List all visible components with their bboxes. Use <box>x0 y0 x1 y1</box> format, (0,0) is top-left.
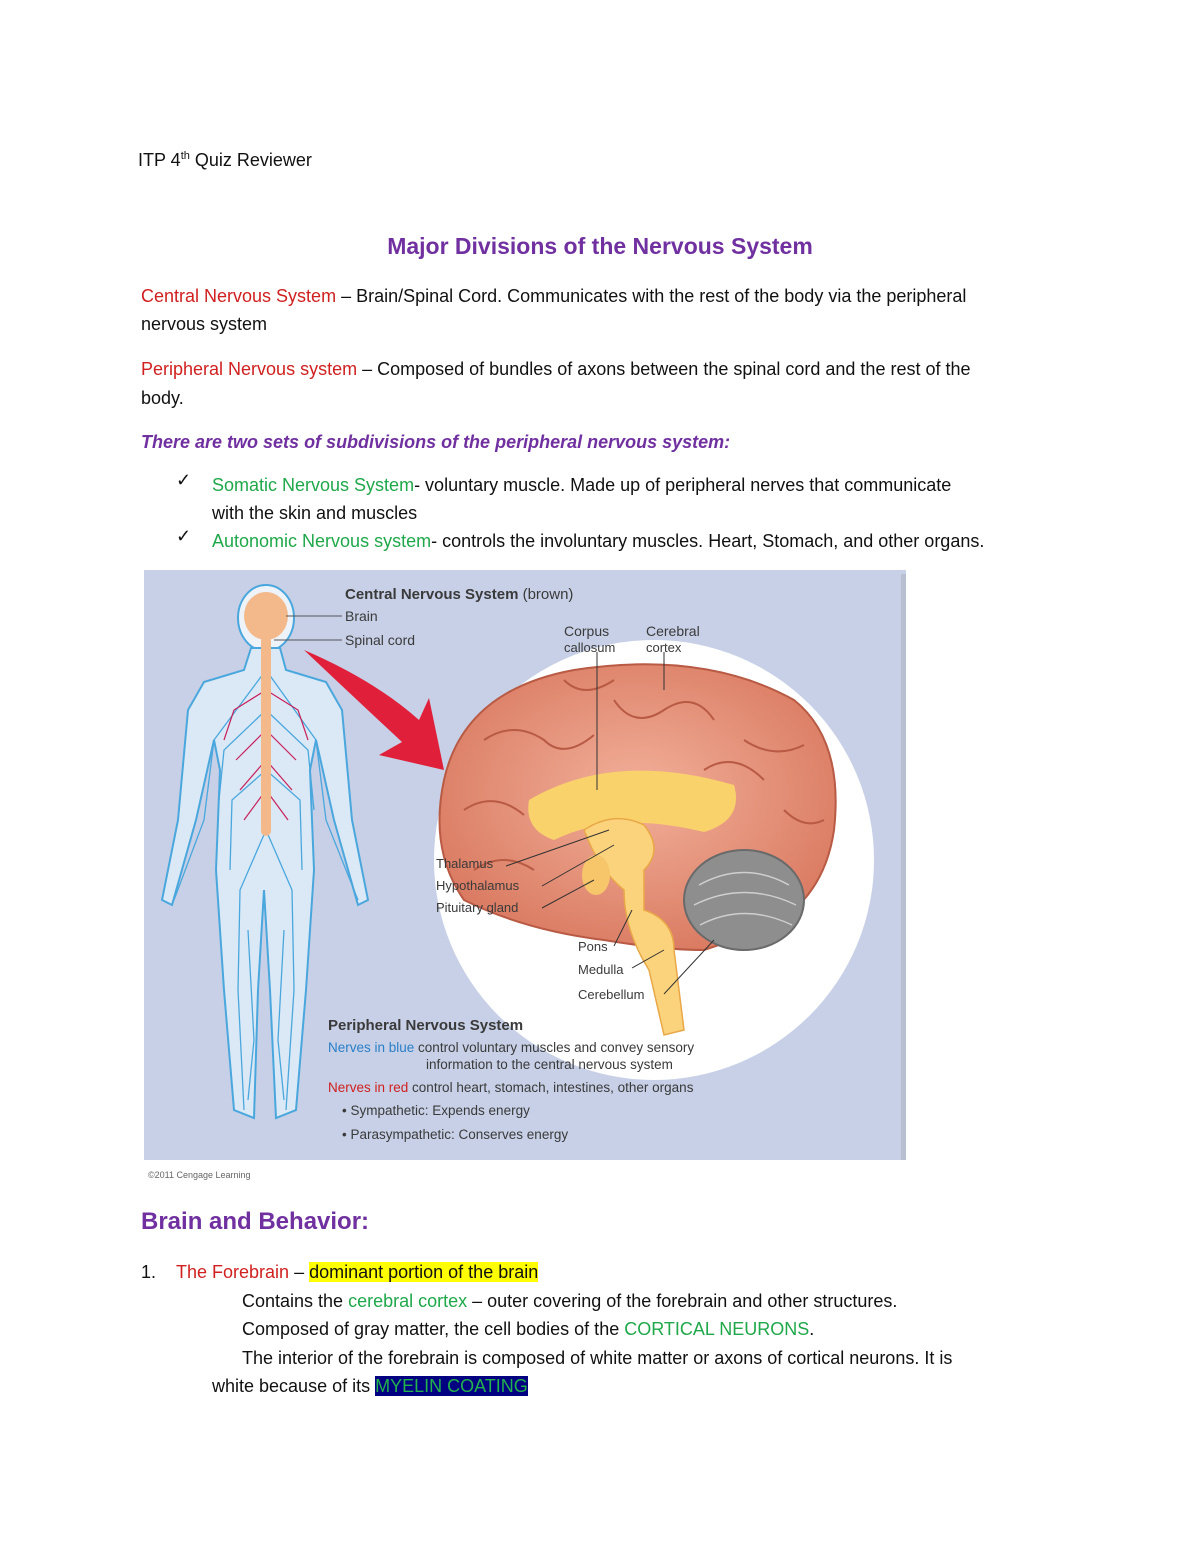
cerebellum-label: Cerebellum <box>578 987 644 1002</box>
figure-credit: ©2011 Cengage Learning <box>148 1170 251 1180</box>
pons-label: Pons <box>578 939 608 954</box>
pns-title: Peripheral Nervous System <box>328 1017 523 1034</box>
human-body-illustration <box>160 584 370 1120</box>
pituitary-gland <box>582 855 610 895</box>
autonomic-term: Autonomic Nervous system <box>212 531 432 551</box>
corpus-callosum <box>528 770 736 840</box>
cortex-label: cortex <box>646 640 682 655</box>
pituitary-label: Pituitary gland <box>436 900 518 915</box>
checkmark-icon: ✓ <box>176 470 192 490</box>
checkmark-icon: ✓ <box>176 526 192 546</box>
hypothalamus-label: Hypothalamus <box>436 878 520 893</box>
cerebellum <box>683 849 805 951</box>
forebrain-highlight: dominant portion of the brain <box>309 1262 539 1282</box>
thalamus-label: Thalamus <box>436 856 494 871</box>
somatic-term: Somatic Nervous System <box>212 475 415 495</box>
pns-paragraph-line1: Peripheral Nervous system – Composed of … <box>141 359 971 379</box>
red-nerves-line: Nerves in red control heart, stomach, in… <box>328 1080 694 1095</box>
cerebral-cortex-term: cerebral cortex <box>348 1291 468 1311</box>
forebrain-detail-2: Composed of gray matter, the cell bodies… <box>242 1319 815 1339</box>
cerebral-label: Cerebral <box>646 623 700 639</box>
cns-term: Central Nervous System <box>141 286 337 306</box>
spinal-cord-label: Spinal cord <box>345 632 415 648</box>
bullet-somatic-line2: with the skin and muscles <box>212 503 418 523</box>
nervous-system-figure: Central Nervous System (brown) Brain Spi… <box>144 570 906 1160</box>
subdivisions-heading: There are two sets of subdivisions of th… <box>141 432 731 452</box>
bullet-somatic-line1: Somatic Nervous System- voluntary muscle… <box>212 475 952 495</box>
cns-paragraph-line1: Central Nervous System – Brain/Spinal Co… <box>141 286 967 306</box>
callosum-label: callosum <box>564 640 615 655</box>
spinal-cord-highlight <box>261 636 271 836</box>
sympathetic-line: • Sympathetic: Expends energy <box>342 1103 530 1118</box>
medulla-label: Medulla <box>578 962 624 977</box>
cns-title: Central Nervous System (brown) <box>345 586 573 603</box>
forebrain-detail-4: white because of its MYELIN COATING <box>212 1376 528 1396</box>
cortical-neurons-term: CORTICAL NEURONS <box>624 1319 810 1339</box>
section-title-brain-behavior: Brain and Behavior: <box>141 1208 370 1235</box>
forebrain-term: The Forebrain <box>176 1262 290 1282</box>
parasympathetic-line: • Parasympathetic: Conserves energy <box>342 1127 568 1142</box>
forebrain-line: The Forebrain – dominant portion of the … <box>176 1262 539 1282</box>
myelin-coating-highlight: MYELIN COATING <box>375 1376 528 1396</box>
forebrain-detail-3: The interior of the forebrain is compose… <box>242 1348 953 1368</box>
pns-term: Peripheral Nervous system <box>141 359 358 379</box>
bullet-autonomic: Autonomic Nervous system- controls the i… <box>212 531 985 551</box>
list-number: 1. <box>141 1262 157 1282</box>
brain-highlight <box>244 592 288 640</box>
document-header: ITP 4th Quiz Reviewer <box>138 150 312 170</box>
blue-nerves-line1: Nerves in blue control voluntary muscles… <box>328 1040 694 1055</box>
arrow-icon <box>304 650 444 770</box>
section-title-major-divisions: Major Divisions of the Nervous System <box>387 233 813 259</box>
blue-nerves-line2: information to the central nervous syste… <box>426 1057 673 1072</box>
cns-paragraph-line2: nervous system <box>141 314 268 334</box>
corpus-label: Corpus <box>564 623 609 639</box>
pns-paragraph-line2: body. <box>141 388 184 408</box>
brain-label: Brain <box>345 608 378 624</box>
forebrain-detail-1: Contains the cerebral cortex – outer cov… <box>242 1291 898 1311</box>
